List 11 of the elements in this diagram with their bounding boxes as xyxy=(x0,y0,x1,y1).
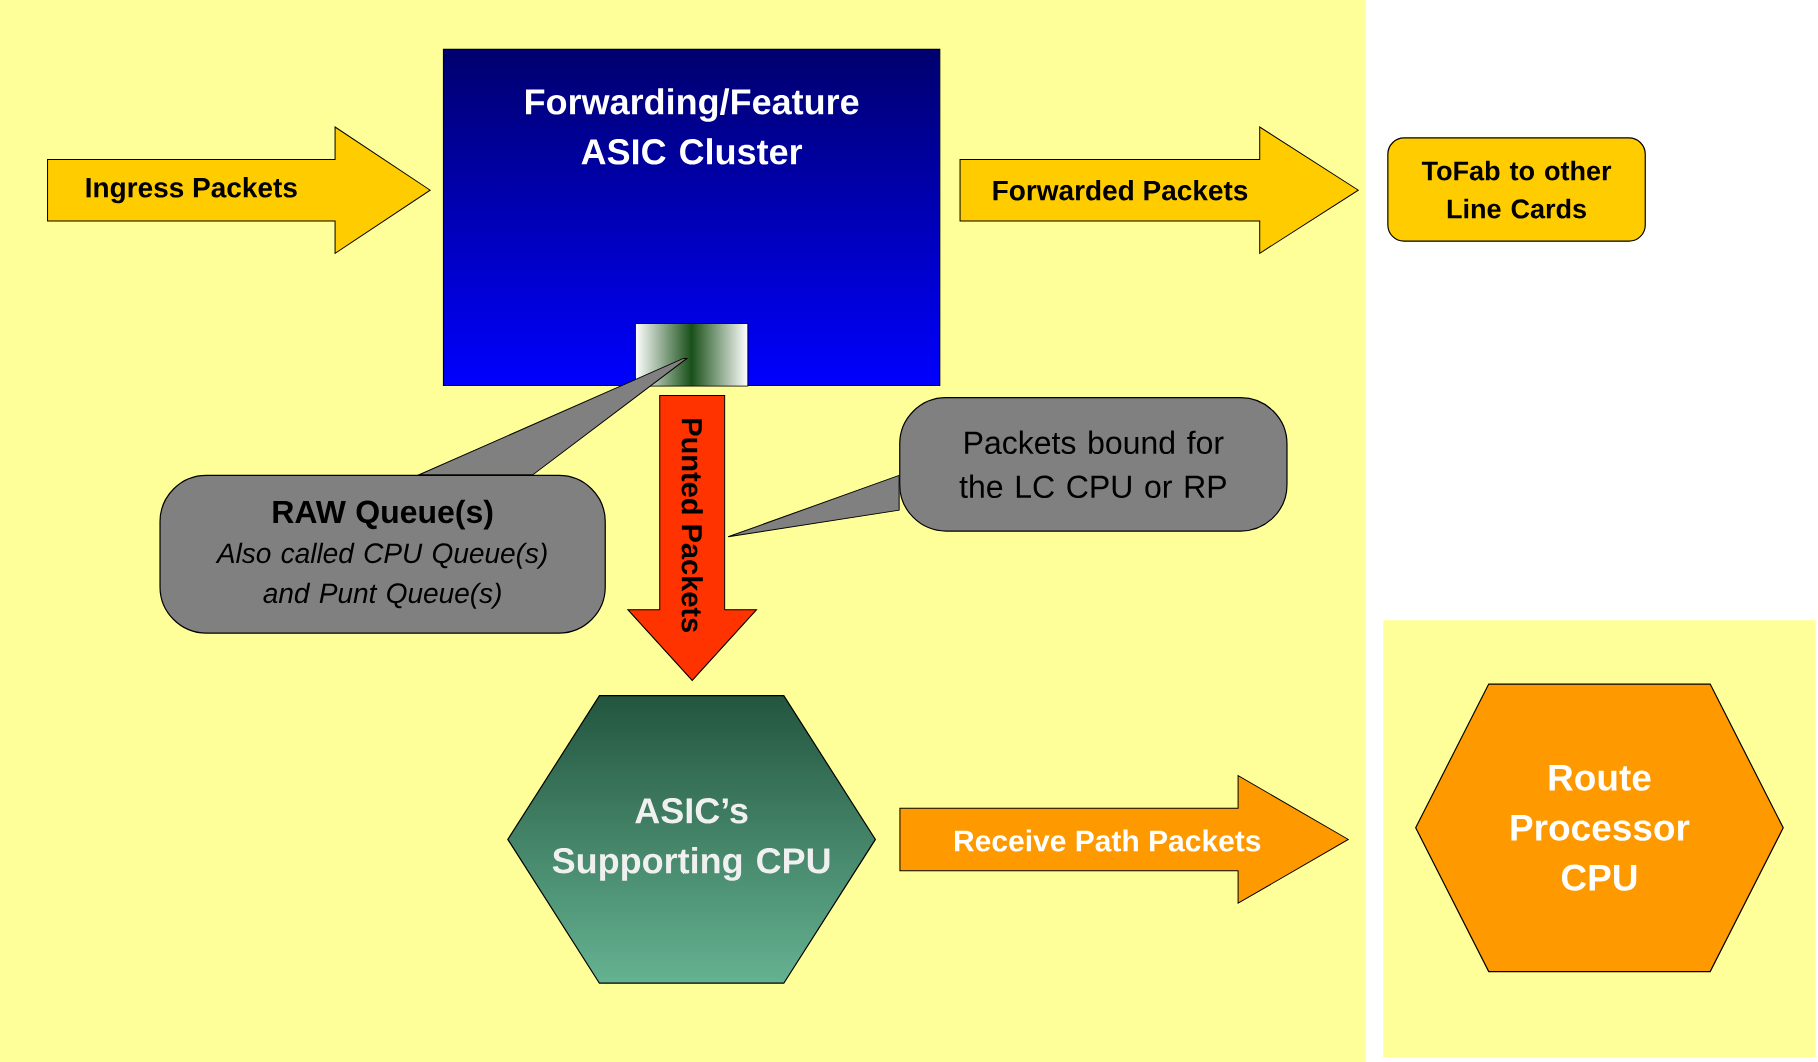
asic-box: Forwarding/Feature ASIC Cluster xyxy=(442,48,941,387)
edge-label: Receive Path Packets xyxy=(952,828,1263,853)
edge-label: Ingress Packets xyxy=(83,176,299,205)
hexagon: Route Processor CPU xyxy=(1415,683,1784,973)
rounded-box: ToFab to other Line Cards xyxy=(1387,137,1646,242)
callout-pointer xyxy=(418,357,688,476)
callout-bubble: Packets bound for the LC CPU or RP xyxy=(899,397,1288,532)
edge-label: Forwarded Packets xyxy=(990,178,1250,202)
callout-pointer xyxy=(727,474,900,538)
edge-label: Punted Packets xyxy=(680,416,704,635)
queue-box xyxy=(635,323,749,387)
